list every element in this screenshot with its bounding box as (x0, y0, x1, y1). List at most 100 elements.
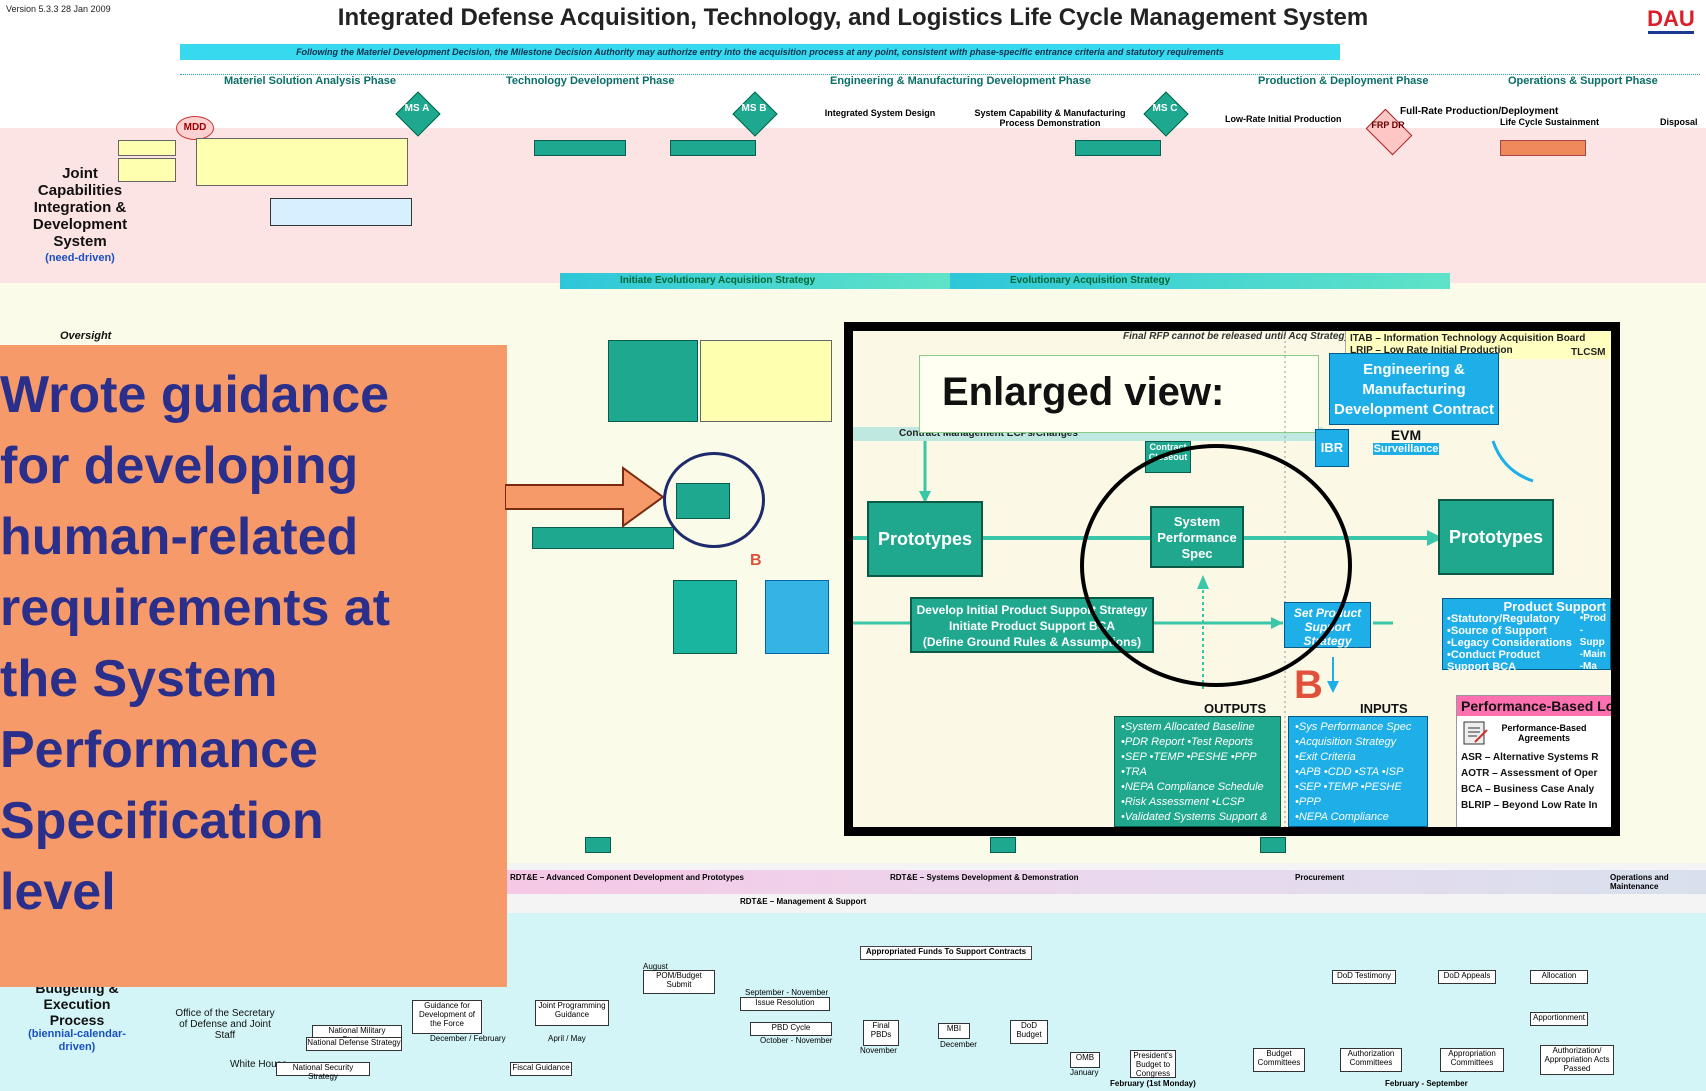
month-november: November (860, 1046, 897, 1055)
acronym-text: ITAB – Information Technology Acquisitio… (1350, 333, 1586, 356)
omb-box: OMB (1070, 1052, 1100, 1068)
milestone-c-label: MS C (1152, 103, 1178, 114)
pbl-acronym: BLRIP – Beyond Low Rate In (1461, 800, 1598, 811)
jcids-concepts-box (118, 158, 176, 182)
white-house-label: White House (230, 1059, 288, 1070)
prototypes-left-box: Prototypes (867, 501, 983, 577)
jcids-title: Joint Capabilities Integration & Develop… (32, 165, 128, 250)
chart-title: Integrated Defense Acquisition, Technolo… (337, 4, 1369, 31)
document-icon (1463, 721, 1488, 745)
subphase-lcs: Life Cycle Sustainment (1500, 117, 1600, 127)
pom-budget-box: POM/Budget Submit (643, 970, 715, 994)
emd-contract-box: Engineering & Manufacturing Development … (1329, 353, 1499, 425)
inputs-small (765, 580, 829, 654)
milestone-a-label: MS A (404, 103, 430, 114)
phase-row: Materiel Solution Analysis Phase Technol… (180, 74, 1700, 89)
callout-line: Wrote guidance (0, 366, 390, 424)
issue-resolution-box: Issue Resolution (740, 997, 830, 1011)
budget-committees-box: Budget Committees (1253, 1048, 1305, 1072)
acronym-tlcsm: TLCSM (1571, 347, 1606, 358)
enlarged-view-label: Enlarged view: (919, 355, 1319, 433)
entry-banner: Following the Materiel Development Decis… (180, 44, 1340, 60)
inputs-item: •Acquisition Strategy (1295, 736, 1397, 748)
pbl-acronym: ASR – Alternative Systems R (1461, 752, 1599, 763)
month-oct-nov: October - November (760, 1036, 833, 1045)
b-small-marker: B (750, 552, 762, 569)
pbl-box: Performance-Based Lo Performance-Based A… (1456, 695, 1611, 827)
product-support-right-item: •Prod (1579, 613, 1606, 624)
outputs-small (673, 580, 737, 654)
month-sep-nov: September - November (745, 988, 829, 997)
enlarged-view-frame: Final RFP cannot be released until Acq S… (844, 322, 1620, 836)
callout-text: Wrote guidance for developing human-rela… (0, 360, 500, 928)
outputs-item: •Risk Assessment •LCSP (1121, 796, 1245, 808)
phase-label-td: Technology Development Phase (506, 75, 675, 87)
nss-box: National Security Strategy (276, 1062, 370, 1081)
callout-line: Performance (0, 721, 318, 779)
outputs-label: OUTPUTS (1204, 701, 1267, 716)
oversight-label: Oversight (60, 330, 112, 342)
month-dec-feb: December / February (430, 1034, 506, 1043)
threat-assessment-pd (1500, 140, 1586, 156)
milestone-frp-label: FRP DR (1371, 120, 1405, 130)
inputs-item: •SEP •TEMP •PESHE •PPP (1295, 781, 1402, 808)
jcids-guidance-box (118, 140, 176, 156)
ppbe-label: Budgeting & Execution Process (biennial-… (22, 980, 132, 1054)
month-feb-sep: February - September (1385, 1079, 1468, 1088)
jcids-label: Joint Capabilities Integration & Develop… (20, 165, 140, 267)
allocation-box: Allocation (1530, 970, 1588, 984)
authorization-committees-box: Authorization Committees (1340, 1048, 1402, 1072)
sps-enlarged-circle (1080, 444, 1352, 687)
dau-logo: DAU (1644, 4, 1698, 34)
card-box-2 (990, 837, 1016, 853)
ppbe-title: Budgeting & Execution Process (35, 980, 119, 1028)
enlarged-view: Final RFP cannot be released until Acq S… (853, 331, 1611, 827)
month-december: December (940, 1040, 977, 1049)
pbl-acronym: BCA – Business Case Analy (1461, 784, 1595, 795)
callout-line: requirements at (0, 579, 391, 637)
svg-text:DAU: DAU (1647, 6, 1695, 31)
jpg-box: Joint Programming Guidance (535, 1000, 609, 1026)
product-support-item: •Source of Support (1447, 625, 1547, 637)
jcids-joint-ops-box (270, 198, 412, 226)
acts-passed-box: Authorization/ Appropriation Acts Passed (1540, 1045, 1614, 1075)
milestone-mdd: MDD (176, 116, 214, 140)
subphase-frp: Full-Rate Production/Deployment (1400, 106, 1559, 117)
subphase-isd: Integrated System Design (824, 108, 936, 118)
evm-sub-label: Surveillance (1373, 443, 1439, 455)
appropriated-funds-box: Appropriated Funds To Support Contracts (860, 946, 1032, 960)
gdf-box: Guidance for Development of the Force (412, 1000, 482, 1034)
inputs-item: •Sys Performance Spec (1295, 721, 1412, 733)
inputs-item: •NEPA Compliance Schedule (1295, 811, 1389, 827)
threat-assessment-td (534, 140, 626, 156)
inputs-item: •Exit Criteria (1295, 751, 1356, 763)
product-support-right-item: -Supp (1579, 625, 1605, 648)
acq-strategy-box (608, 340, 698, 422)
sps-highlight-circle (663, 452, 765, 548)
callout-line: the System (0, 650, 278, 708)
phase-label-pd: Production & Deployment Phase (1258, 75, 1429, 87)
callout-line: human-related (0, 508, 359, 566)
evolutionary-strategy-bar: Evolutionary Acquisition Strategy (950, 273, 1450, 289)
card-box (585, 837, 611, 853)
outputs-item: •PDR Report •Test Reports (1121, 736, 1254, 748)
month-august: August (643, 962, 668, 971)
inputs-label: INPUTS (1360, 701, 1408, 716)
apportionment-box: Apportionment (1530, 1012, 1588, 1026)
evm-box: EVM Surveillance (1373, 427, 1439, 455)
phase-label-msa: Materiel Solution Analysis Phase (224, 75, 396, 87)
appropriation-committees-box: Appropriation Committees (1440, 1048, 1504, 1072)
milestone-b-label: MS B (741, 103, 767, 114)
inputs-list: •Sys Performance Spec •Acquisition Strat… (1288, 716, 1428, 827)
nds-box: National Defense Strategy (306, 1037, 402, 1051)
month-apr-may: April / May (548, 1034, 586, 1043)
initiate-strategy-bar: Initiate Evolutionary Acquisition Strate… (560, 273, 950, 289)
final-pbds-box: Final PBDs (863, 1020, 899, 1046)
dod-budget-box: DoD Budget (1010, 1020, 1048, 1044)
threat-assessment-emd (1075, 140, 1161, 156)
mbi-box: MBI (938, 1023, 970, 1039)
callout-panel (0, 345, 507, 987)
pbd-cycle-box: PBD Cycle (750, 1022, 832, 1036)
outputs-item: •Validated Systems Support & Maint (1121, 811, 1268, 827)
subphase-scmpd: System Capability & Manufacturing Proces… (974, 108, 1126, 128)
